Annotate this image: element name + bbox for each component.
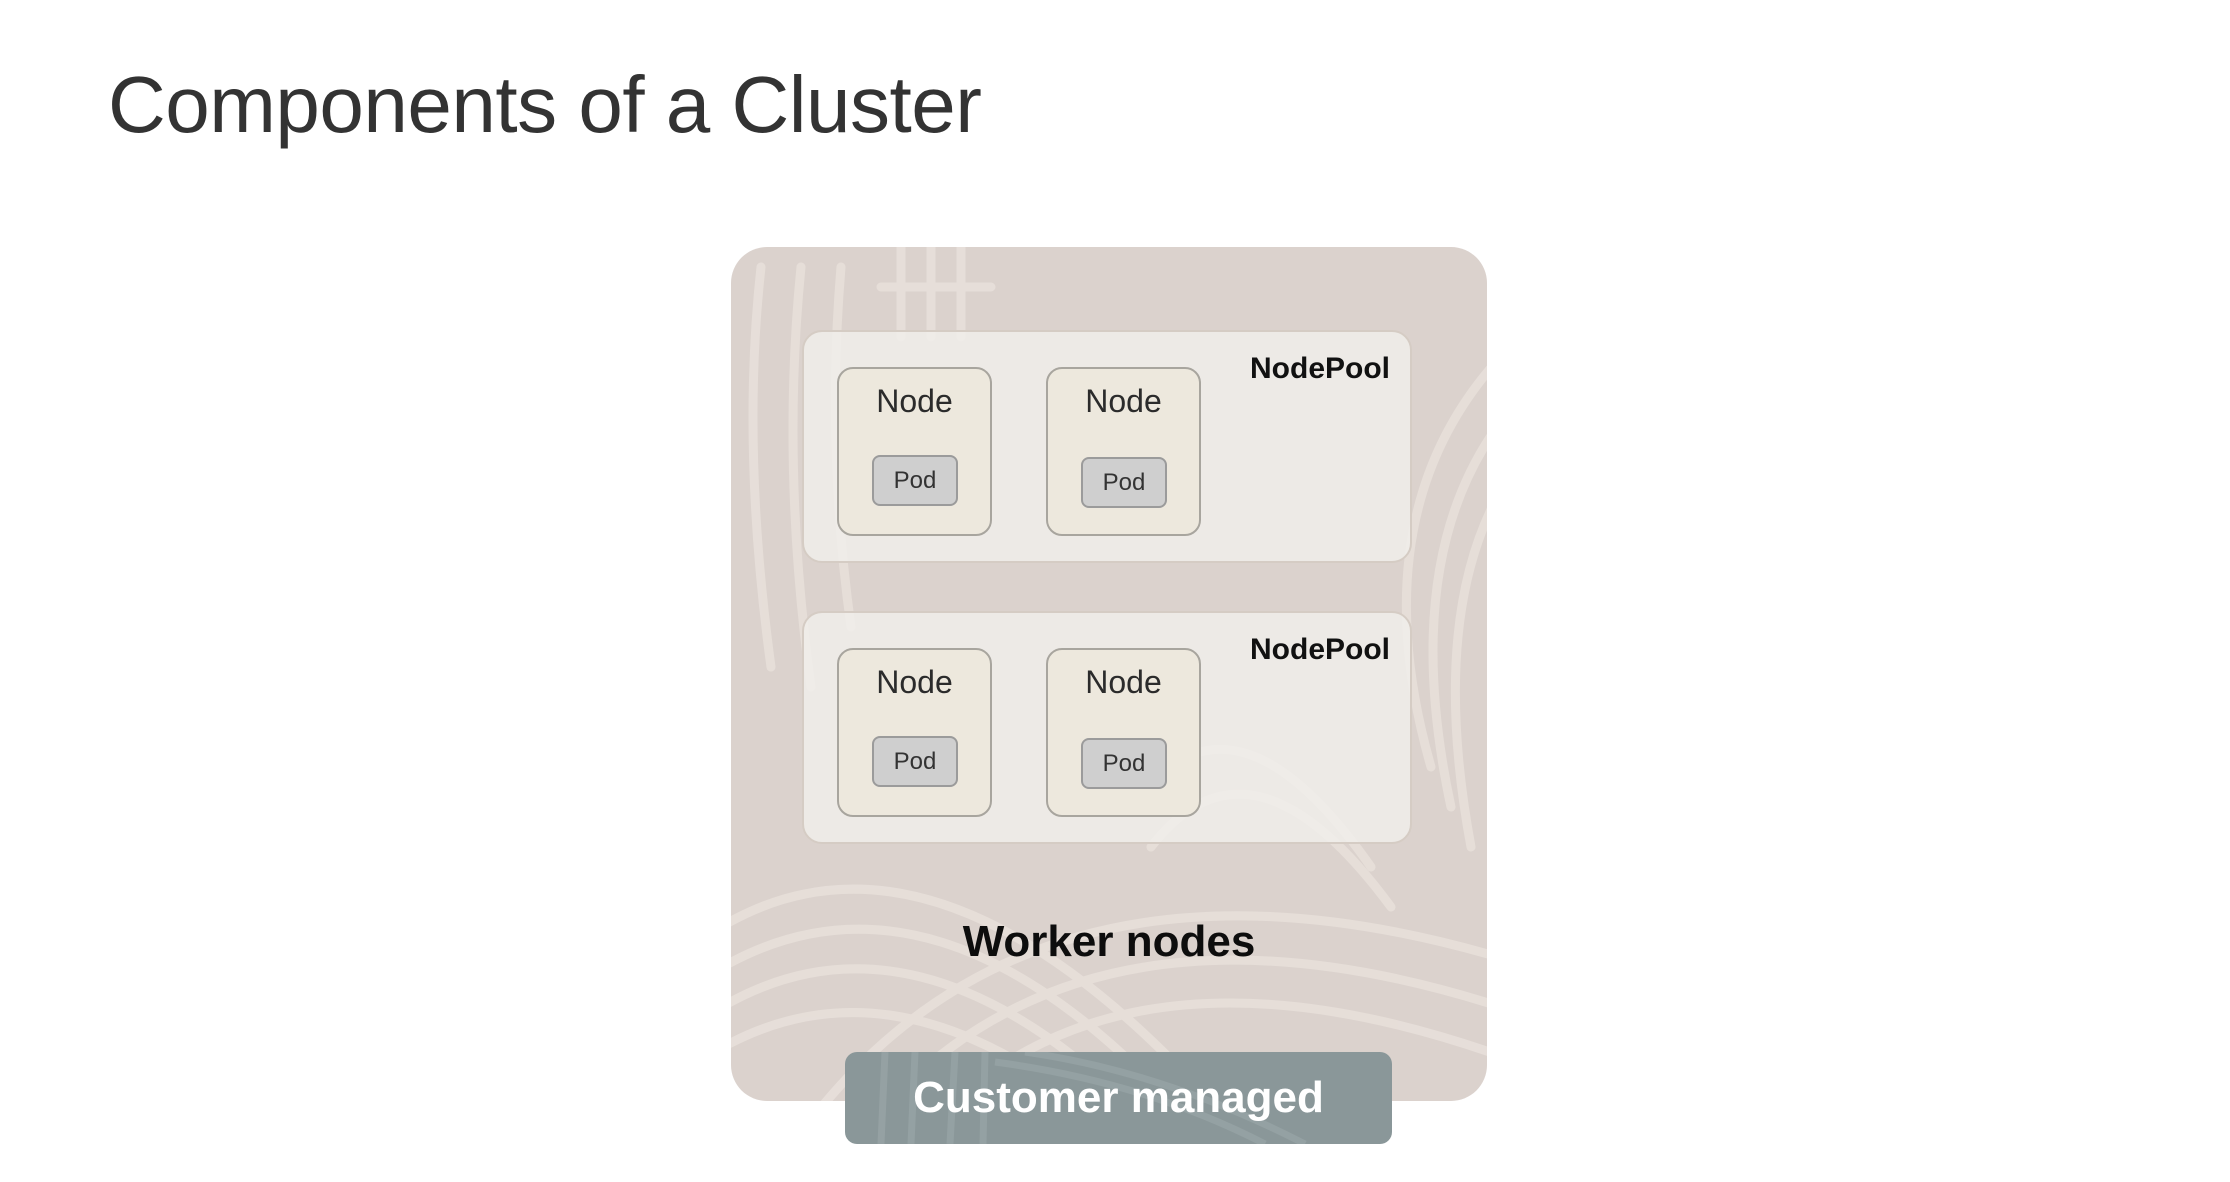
pod: Pod [1081, 457, 1167, 508]
node: Node Pod [1046, 648, 1201, 817]
node: Node Pod [837, 367, 992, 536]
node-pool: NodePool Node Pod Node Pod [802, 330, 1412, 563]
swirl-pattern-decoration [877, 1052, 1307, 1144]
customer-managed-label: Customer managed [913, 1073, 1324, 1122]
worker-nodes-container: NodePool Node Pod Node Pod NodePool Node… [731, 247, 1487, 1101]
node: Node Pod [837, 648, 992, 817]
node-pool-label: NodePool [1250, 633, 1390, 666]
customer-managed-banner: Customer managed [845, 1052, 1392, 1144]
pod: Pod [872, 736, 958, 787]
worker-nodes-label: Worker nodes [962, 917, 1256, 966]
node-label: Node [1085, 383, 1162, 419]
node-pool: NodePool Node Pod Node Pod [802, 611, 1412, 844]
node-label: Node [1085, 664, 1162, 700]
pod: Pod [1081, 738, 1167, 789]
node: Node Pod [1046, 367, 1201, 536]
node-label: Node [876, 664, 953, 700]
node-label: Node [876, 383, 953, 419]
page-title: Components of a Cluster [108, 60, 982, 149]
pod: Pod [872, 455, 958, 506]
node-pool-label: NodePool [1250, 352, 1390, 385]
